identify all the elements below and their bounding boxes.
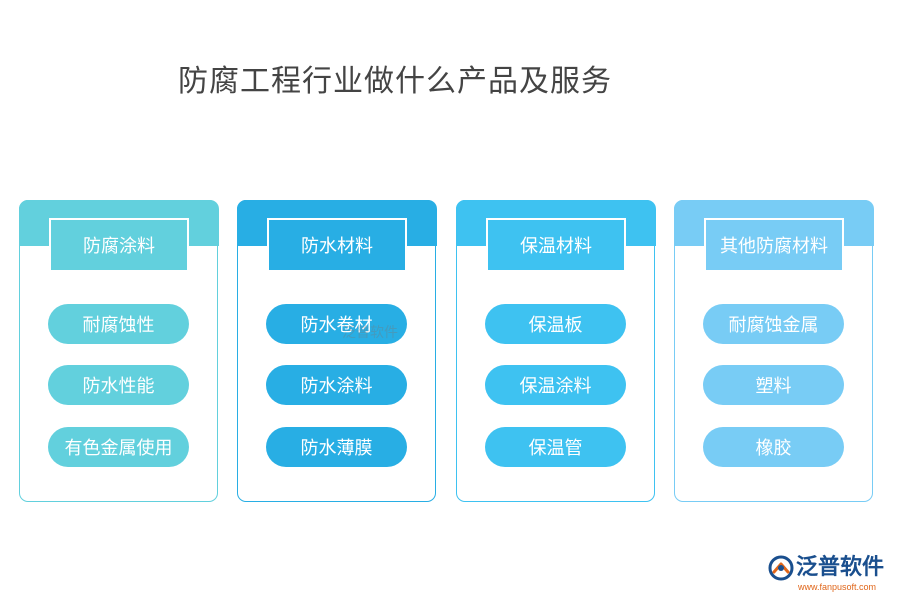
card-header: 保温材料 xyxy=(486,218,626,272)
item-pill: 橡胶 xyxy=(703,427,844,467)
category-card-insulation-materials: 保温材料 保温板 保温涂料 保温管 xyxy=(455,199,656,502)
item-pill: 有色金属使用 xyxy=(48,427,189,467)
item-pill: 保温涂料 xyxy=(485,365,626,405)
logo-url: www.fanpusoft.com xyxy=(798,582,877,592)
card-header: 防腐涂料 xyxy=(49,218,189,272)
card-header: 防水材料 xyxy=(267,218,407,272)
category-card-anticorrosion-coatings: 防腐涂料 耐腐蚀性 防水性能 有色金属使用 xyxy=(18,199,219,502)
item-pill: 耐腐蚀金属 xyxy=(703,304,844,344)
brand-logo: 泛普软件 www.fanpusoft.com xyxy=(768,553,892,593)
fanpu-logo-icon xyxy=(768,555,794,581)
item-pill: 防水卷材 xyxy=(266,304,407,344)
item-pill: 防水涂料 xyxy=(266,365,407,405)
page-title: 防腐工程行业做什么产品及服务 xyxy=(178,64,612,99)
item-pill: 防水性能 xyxy=(48,365,189,405)
item-pill: 保温板 xyxy=(485,304,626,344)
item-pill: 塑料 xyxy=(703,365,844,405)
watermark: 泛普软件 xyxy=(342,325,398,341)
logo-name: 泛普软件 xyxy=(796,555,885,580)
card-header: 其他防腐材料 xyxy=(704,218,844,272)
item-pill: 防水薄膜 xyxy=(266,427,407,467)
item-pill: 保温管 xyxy=(485,427,626,467)
category-card-waterproof-materials: 防水材料 防水卷材 防水涂料 防水薄膜 xyxy=(236,199,437,502)
category-card-other-materials: 其他防腐材料 耐腐蚀金属 塑料 橡胶 xyxy=(673,199,874,502)
item-pill: 耐腐蚀性 xyxy=(48,304,189,344)
